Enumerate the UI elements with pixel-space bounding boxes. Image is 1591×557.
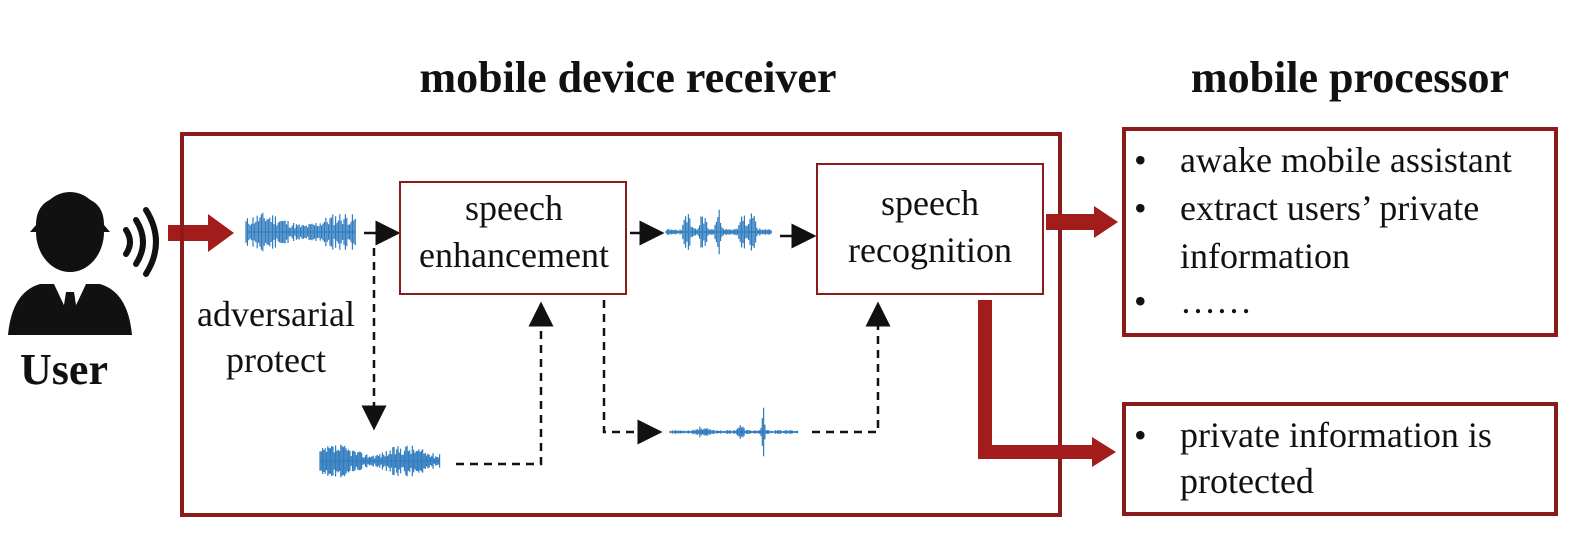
degraded-waveform [669, 407, 798, 457]
protected-item-line2: protected [1180, 461, 1314, 501]
user-icon [8, 192, 132, 335]
enhancement-label-line2: enhancement [419, 235, 609, 275]
bullet-3: • [1134, 281, 1147, 321]
sound-waves-icon [123, 207, 159, 277]
adversarial-label-line2: protect [226, 340, 326, 380]
enhancement-label-line1: speech [465, 188, 563, 228]
protected-item-line1: private information is [1180, 415, 1492, 455]
bullet-4: • [1134, 415, 1147, 455]
recognition-label-line2: recognition [848, 230, 1012, 270]
red-arrow-to-processor [1046, 206, 1118, 238]
receiver-title: mobile device receiver [420, 53, 837, 102]
dashed-arrow-to-enhancement [456, 301, 554, 466]
speech-recognition-box [816, 163, 1044, 295]
processor-top-box [1122, 127, 1558, 337]
receiver-box [180, 132, 1062, 517]
processor-item-extract-line2: information [1180, 236, 1350, 276]
dashed-arrow-from-enhancement [602, 300, 663, 445]
processor-title: mobile processor [1191, 53, 1509, 102]
red-arrow-to-protected [978, 300, 1116, 467]
enhanced-waveform [665, 209, 772, 255]
user-label: User [20, 345, 108, 394]
input-red-arrow [168, 214, 234, 252]
adversarial-label-line1: adversarial [197, 294, 355, 334]
bullet-1: • [1134, 140, 1147, 180]
protected-waveform [319, 444, 441, 478]
processor-bottom-box [1122, 402, 1558, 516]
processor-item-awake: awake mobile assistant [1180, 140, 1512, 180]
recognition-label-line1: speech [881, 183, 979, 223]
input-waveform [245, 212, 356, 252]
dashed-arrow-to-recognition [812, 301, 891, 434]
bullet-2: • [1134, 188, 1147, 228]
processor-item-ellipsis: …… [1180, 281, 1252, 321]
processor-item-extract-line1: extract users’ private [1180, 188, 1479, 228]
speech-enhancement-box [399, 181, 627, 295]
